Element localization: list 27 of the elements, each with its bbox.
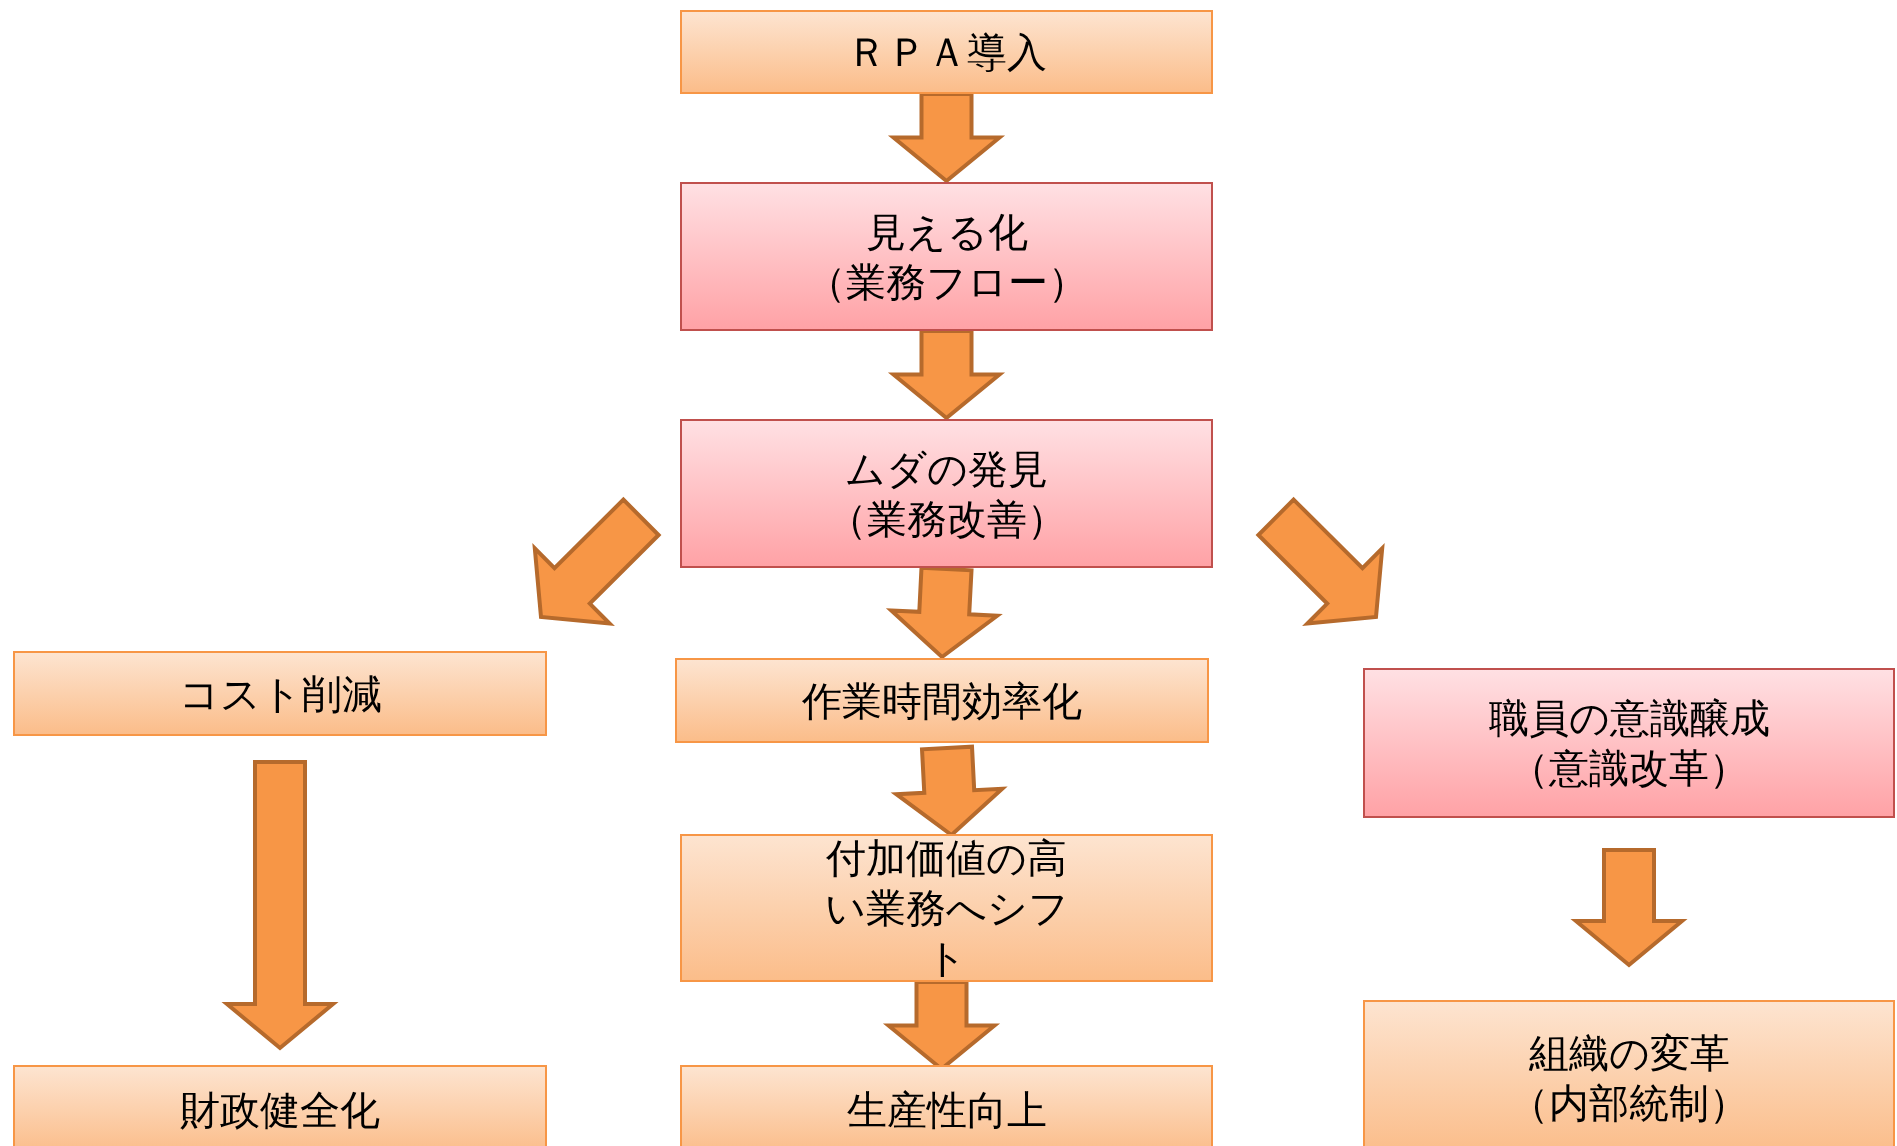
process-box (680, 1065, 1213, 1146)
process-box (13, 651, 547, 736)
box-label: 組織の変革（内部統制） (1508, 1028, 1750, 1128)
process-box (13, 1065, 547, 1146)
process-box (1363, 668, 1895, 818)
box-label: コスト削減 (177, 669, 383, 719)
box-label: 職員の意識醸成（意識改革） (1487, 694, 1771, 793)
process-box (680, 834, 1213, 982)
block-arrow (885, 565, 1003, 660)
process-box (675, 658, 1209, 743)
block-arrow (221, 760, 339, 1051)
block-arrow (532, 496, 662, 626)
block-arrow (887, 92, 1006, 184)
block-arrow (1255, 496, 1385, 626)
process-box (1363, 1000, 1895, 1146)
block-arrow (1570, 848, 1688, 968)
box-label: 財政健全化 (179, 1086, 381, 1135)
block-arrow (887, 329, 1006, 421)
box-label: 生産性向上 (845, 1086, 1048, 1135)
box-label: ＲＰＡ導入 (845, 28, 1048, 77)
process-box (680, 182, 1213, 331)
box-label: 作業時間効率化 (801, 676, 1083, 726)
process-box (680, 10, 1213, 94)
box-label: ムダの発見（業務改善） (825, 444, 1068, 544)
box-label: 付加価値の高い業務へシフト (823, 834, 1070, 983)
box-label: 見える化（業務フロー） (804, 207, 1089, 307)
process-box (680, 419, 1213, 568)
